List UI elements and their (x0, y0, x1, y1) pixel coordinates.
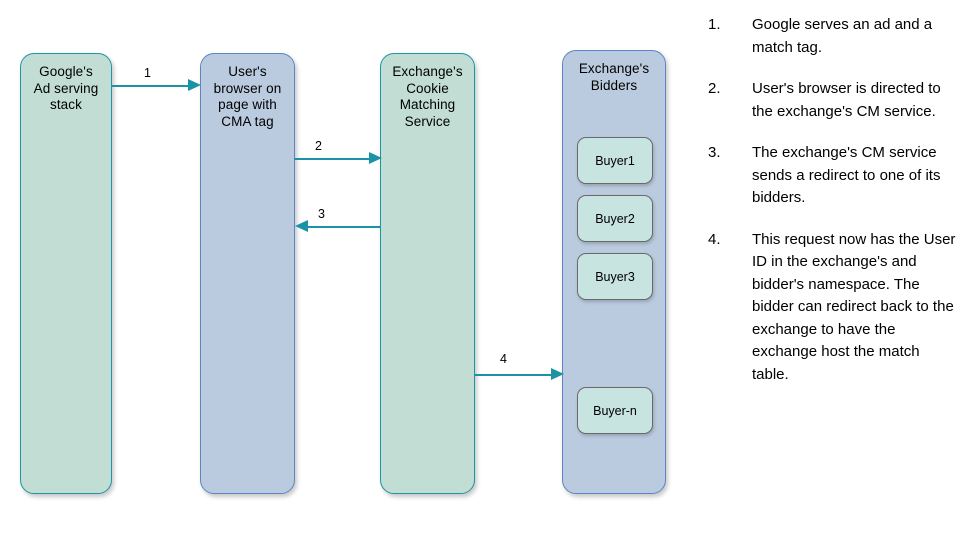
step-4-text: This request now has the User ID in the … (752, 230, 956, 383)
node-user-browser[interactable]: User's browser on page with CMA tag (200, 53, 295, 494)
arrow-4-number: 4 (500, 352, 507, 366)
step-1-number: 1. (708, 16, 721, 33)
arrow-2-number: 2 (315, 139, 322, 153)
arrow-1-head-right-icon (188, 78, 201, 91)
buyer-chip-3-label: Buyer3 (595, 269, 635, 284)
buyer-chip-2-label: Buyer2 (595, 211, 635, 226)
buyer-chip-n[interactable]: Buyer-n (577, 387, 653, 434)
step-2-number: 2. (708, 80, 721, 97)
buyer-chip-1[interactable]: Buyer1 (577, 137, 653, 184)
node-exchange-bidders[interactable]: Exchange's Bidders Buyer1 Buyer2 Buyer3 … (562, 50, 666, 494)
list-item: 1. Google serves an ad and a match tag. (708, 14, 956, 59)
step-3-text: The exchange's CM service sends a redire… (752, 144, 941, 206)
buyer-chip-3[interactable]: Buyer3 (577, 253, 653, 300)
node-browser-label: User's browser on page with CMA tag (213, 64, 282, 129)
arrow-1-number: 1 (144, 66, 151, 80)
step-3-number: 3. (708, 144, 721, 161)
arrow-2-line (294, 158, 372, 160)
node-exchange-cookie-matching-service[interactable]: Exchange's Cookie Matching Service (380, 53, 475, 494)
arrow-1-line (111, 85, 189, 87)
arrow-3-head-left-icon (295, 219, 308, 232)
step-4-number: 4. (708, 230, 721, 248)
node-cms-label: Exchange's Cookie Matching Service (392, 64, 463, 129)
arrow-4-head-right-icon (551, 367, 564, 380)
arrow-2-head-right-icon (369, 151, 382, 164)
node-google-label: Google's Ad serving stack (33, 64, 99, 112)
list-item: 4. This request now has the User ID in t… (708, 229, 956, 387)
buyer-chip-2[interactable]: Buyer2 (577, 195, 653, 242)
buyer-chip-1-label: Buyer1 (595, 153, 635, 168)
step-1-text: Google serves an ad and a match tag. (752, 16, 933, 56)
node-bidders-label: Exchange's Bidders (578, 61, 650, 93)
list-item: 3. The exchange's CM service sends a red… (708, 142, 956, 210)
steps-list: 1. Google serves an ad and a match tag. … (708, 14, 956, 405)
cookie-matching-diagram: Google's Ad serving stack User's browser… (20, 50, 666, 494)
node-google-ad-serving-stack[interactable]: Google's Ad serving stack (20, 53, 112, 494)
arrow-4-line (474, 374, 554, 376)
list-item: 2. User's browser is directed to the exc… (708, 78, 956, 123)
step-2-text: User's browser is directed to the exchan… (752, 80, 941, 120)
arrow-3-line (307, 226, 381, 228)
arrow-3-number: 3 (318, 207, 325, 221)
buyer-chip-n-label: Buyer-n (593, 403, 637, 418)
